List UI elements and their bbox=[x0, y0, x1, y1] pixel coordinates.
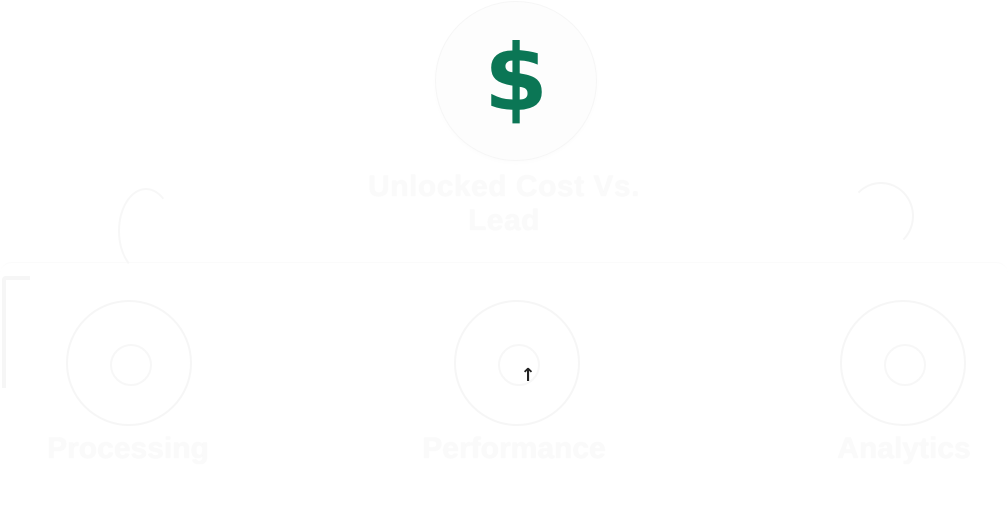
feature-circle bbox=[840, 300, 966, 426]
dollar-circle-icon bbox=[498, 344, 540, 386]
arrow-up-icon[interactable]: ↑ bbox=[520, 365, 536, 386]
feature-circle bbox=[454, 300, 580, 426]
feature-label: Analytics bbox=[837, 432, 971, 465]
feature-analytics: Analytics bbox=[784, 300, 1008, 470]
feature-label: Processing bbox=[47, 432, 209, 465]
feature-performance: Performance bbox=[394, 300, 634, 470]
feature-label: Performance bbox=[422, 432, 606, 465]
feature-processing: Processing bbox=[8, 300, 248, 470]
dollar-icon: $ bbox=[483, 25, 548, 132]
background-band bbox=[0, 262, 1008, 501]
ring-icon bbox=[110, 344, 152, 386]
connector-arc-left bbox=[118, 188, 174, 274]
hero-title: Unlocked Cost Vs. Lead bbox=[368, 170, 640, 237]
feature-circle bbox=[66, 300, 192, 426]
chevron-circle-icon bbox=[884, 344, 926, 386]
hero-circle: $ bbox=[436, 2, 596, 160]
connector-arc-right bbox=[848, 182, 914, 250]
side-bracket-left bbox=[2, 276, 30, 388]
